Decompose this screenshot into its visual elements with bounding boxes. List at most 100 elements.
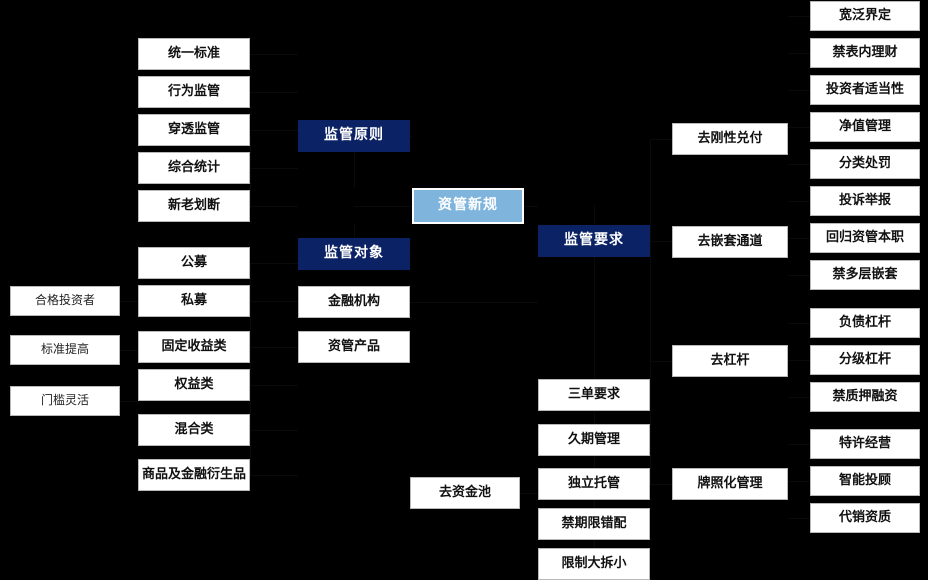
connector-line — [410, 254, 412, 255]
node-label: 智能投顾 — [838, 472, 891, 488]
connector-line — [650, 139, 672, 140]
requirements-detail-items-12[interactable]: 特许经营 — [810, 429, 920, 459]
principles-items-1[interactable]: 统一标准 — [138, 38, 250, 70]
requirements-detail-items-2[interactable]: 禁表内理财 — [810, 38, 920, 68]
objects-items-1[interactable]: 公募 — [138, 247, 250, 279]
connector-line — [354, 206, 412, 207]
connector-line — [250, 347, 298, 348]
node-label: 净值管理 — [838, 118, 891, 134]
requirements-detail-items-6[interactable]: 投诉举报 — [810, 186, 920, 216]
category-regulatory-objects[interactable]: 监管对象 — [298, 238, 410, 270]
objects-items-2[interactable]: 私募 — [138, 285, 250, 317]
node-label: 行为监管 — [167, 83, 220, 99]
investor-items-3[interactable]: 门槛灵活 — [10, 386, 120, 416]
investor-items-2[interactable]: 标准提高 — [10, 335, 120, 365]
connector-line — [788, 164, 810, 165]
center-node-label: 资管新规 — [438, 197, 498, 214]
connector-line — [788, 127, 810, 128]
node-label: 去嵌套通道 — [697, 233, 763, 249]
objects-items-4[interactable]: 权益类 — [138, 369, 250, 401]
objects-items-5[interactable]: 混合类 — [138, 414, 250, 446]
node-label: 综合统计 — [167, 159, 220, 175]
node-label: 新老划断 — [167, 197, 220, 213]
node-label: 禁表内理财 — [832, 44, 898, 60]
requirements-detail-items-13[interactable]: 智能投顾 — [810, 466, 920, 496]
requirements-mid-items-2[interactable]: 久期管理 — [538, 424, 650, 456]
connector-line — [250, 385, 298, 386]
requirements-mid-items-1[interactable]: 三单要求 — [538, 379, 650, 411]
connector-line — [788, 275, 810, 276]
requirements-main-items-3[interactable]: 去杠杆 — [672, 345, 788, 377]
principles-items-3[interactable]: 穿透监管 — [138, 114, 250, 146]
requirements-mid-items-3[interactable]: 独立托管 — [538, 468, 650, 500]
objects-items-6[interactable]: 商品及金融衍生品 — [138, 459, 250, 491]
objects-items-3[interactable]: 固定收益类 — [138, 331, 250, 363]
requirements-detail-items-14[interactable]: 代销资质 — [810, 503, 920, 533]
category-label: 监管要求 — [564, 232, 624, 249]
connector-line — [250, 430, 298, 431]
node-label: 久期管理 — [567, 431, 620, 447]
connector-line — [788, 444, 810, 445]
requirements-main-items-2[interactable]: 去嵌套通道 — [672, 226, 788, 258]
node-label: 禁多层嵌套 — [832, 266, 898, 282]
connector-line — [354, 152, 355, 188]
category-regulatory-principles[interactable]: 监管原则 — [298, 120, 410, 152]
requirements-detail-items-5[interactable]: 分类处罚 — [810, 149, 920, 179]
connector-line — [788, 360, 810, 361]
principles-items-5[interactable]: 新老划断 — [138, 190, 250, 222]
center-node-new-asset-management-rules[interactable]: 资管新规 — [412, 188, 524, 224]
node-label: 去杠杆 — [710, 352, 750, 368]
requirements-main-items-1[interactable]: 去刚性兑付 — [672, 123, 788, 155]
connector-line — [788, 90, 810, 91]
requirements-detail-items-10[interactable]: 分级杠杆 — [810, 345, 920, 375]
requirements-mid-items-5[interactable]: 限制大拆小 — [538, 548, 650, 580]
connector-line — [594, 257, 595, 379]
connector-line — [650, 139, 651, 484]
connector-line — [250, 54, 298, 55]
connector-line — [354, 224, 355, 238]
requirements-detail-items-8[interactable]: 禁多层嵌套 — [810, 260, 920, 290]
connector-line — [354, 206, 355, 207]
node-label: 投资者适当性 — [825, 81, 904, 97]
node-label: 统一标准 — [167, 45, 220, 61]
node-label: 回归资管本职 — [825, 229, 904, 245]
connector-line — [250, 92, 298, 93]
node-label: 特许经营 — [838, 435, 891, 451]
category-regulatory-requirements[interactable]: 监管要求 — [538, 225, 650, 257]
institutions-items-1[interactable]: 金融机构 — [298, 286, 410, 318]
requirements-detail-items-11[interactable]: 禁质押融资 — [810, 382, 920, 412]
investor-items-1[interactable]: 合格投资者 — [10, 286, 120, 316]
principles-items-4[interactable]: 综合统计 — [138, 152, 250, 184]
requirements-detail-items-3[interactable]: 投资者适当性 — [810, 75, 920, 105]
requirements-detail-items-7[interactable]: 回归资管本职 — [810, 223, 920, 253]
connector-line — [250, 475, 298, 476]
node-label: 商品及金融衍生品 — [141, 466, 246, 482]
node-label: 固定收益类 — [161, 338, 227, 354]
node-label: 三单要求 — [567, 386, 620, 402]
requirements-detail-items-4[interactable]: 净值管理 — [810, 112, 920, 142]
connector-line — [120, 301, 138, 302]
node-label: 去资金池 — [438, 484, 491, 500]
connector-line — [594, 206, 595, 225]
connector-line — [788, 323, 810, 324]
node-label: 私募 — [180, 292, 207, 308]
node-label: 宽泛界定 — [838, 7, 891, 23]
requirements-mid-items-4[interactable]: 禁期限错配 — [538, 508, 650, 540]
requirements-detail-items-1[interactable]: 宽泛界定 — [810, 1, 920, 31]
institutions-items-2[interactable]: 资管产品 — [298, 331, 410, 363]
node-label: 禁期限错配 — [561, 515, 627, 531]
category-label: 监管对象 — [324, 245, 384, 262]
capital-pool-item-1[interactable]: 去资金池 — [410, 477, 520, 509]
node-label: 代销资质 — [838, 509, 891, 525]
node-label: 分级杠杆 — [838, 351, 891, 367]
node-label: 合格投资者 — [34, 293, 95, 308]
requirements-main-items-4[interactable]: 牌照化管理 — [672, 468, 788, 500]
node-label: 限制大拆小 — [561, 555, 627, 571]
connector-line — [524, 206, 538, 207]
connector-line — [250, 301, 298, 302]
principles-items-2[interactable]: 行为监管 — [138, 76, 250, 108]
connector-line — [410, 302, 538, 303]
requirements-detail-items-9[interactable]: 负债杠杆 — [810, 308, 920, 338]
connector-line — [120, 350, 138, 351]
